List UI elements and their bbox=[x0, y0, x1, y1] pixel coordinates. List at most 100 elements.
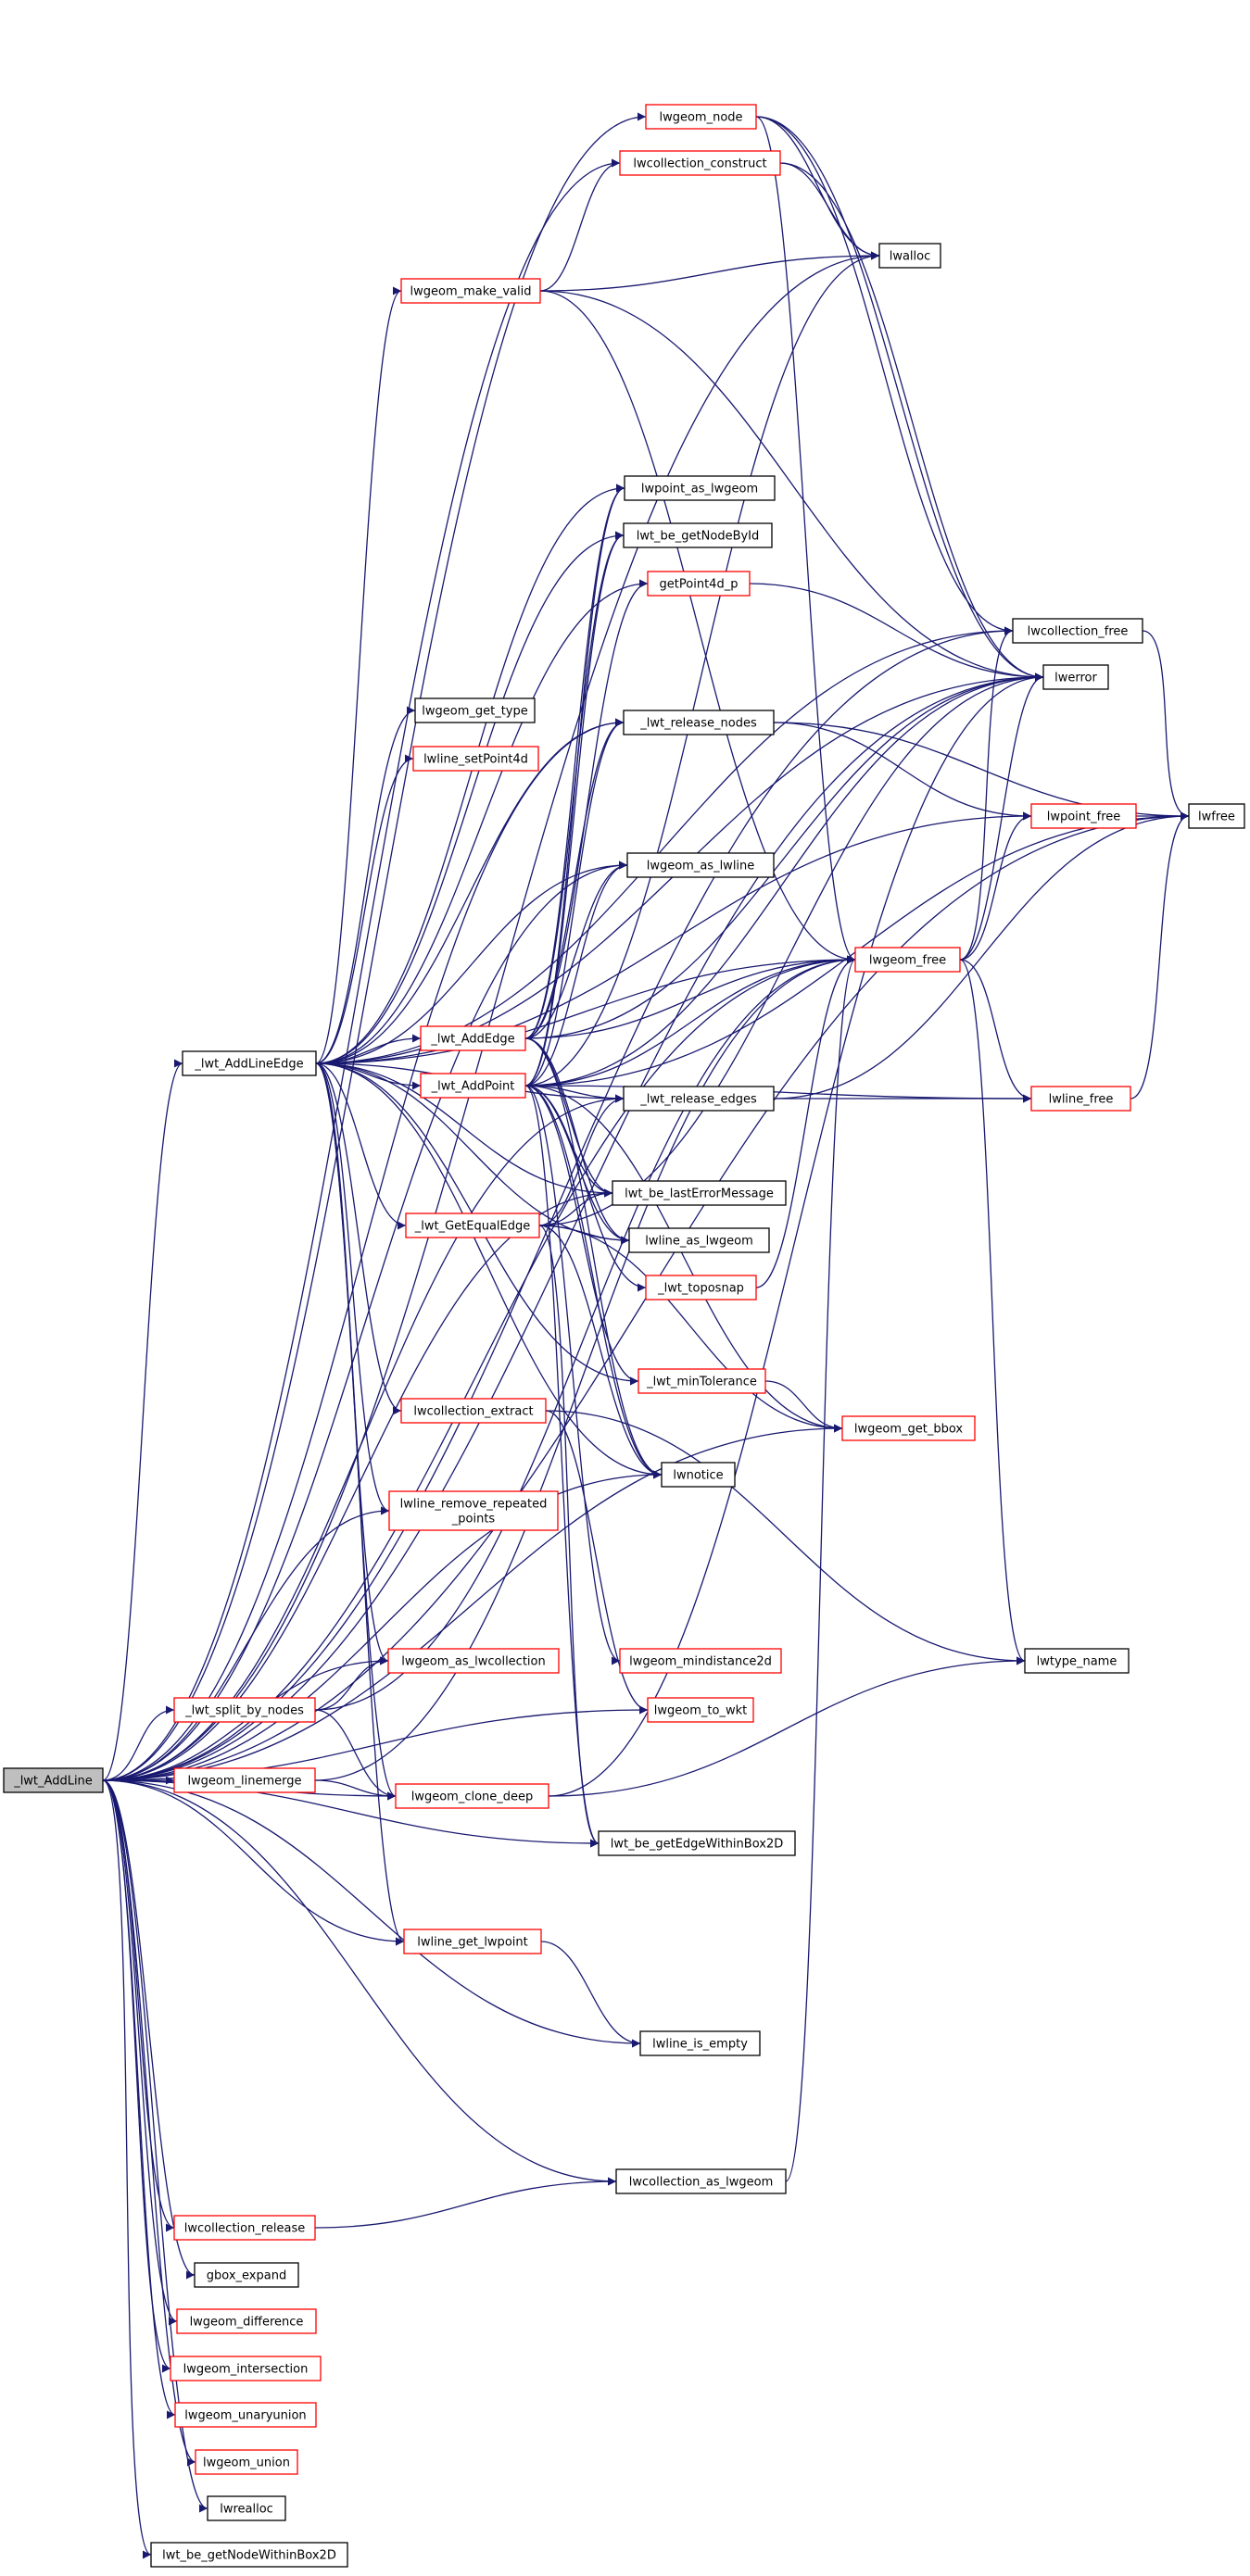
node-box[interactable] bbox=[638, 1368, 766, 1394]
node-addlineedge[interactable]: _lwt_AddLineEdge bbox=[182, 1050, 317, 1076]
node-lwt-be-getedgewithinbox2d[interactable]: lwt_be_getEdgeWithinBox2D bbox=[598, 1830, 796, 1856]
node-lwerror[interactable]: lwerror bbox=[1042, 664, 1109, 690]
node-box[interactable] bbox=[1042, 664, 1109, 690]
node-box[interactable] bbox=[388, 1490, 559, 1531]
node-box[interactable] bbox=[639, 2030, 761, 2056]
node-box[interactable] bbox=[173, 2215, 316, 2241]
node-lwgeom-intersection[interactable]: lwgeom_intersection bbox=[170, 2356, 322, 2381]
node-box[interactable] bbox=[841, 1415, 976, 1441]
node-lwcollection-construct[interactable]: lwcollection_construct bbox=[619, 150, 781, 176]
node-lwt-addpoint[interactable]: _lwt_AddPoint bbox=[420, 1073, 526, 1099]
node-root[interactable]: _lwt_AddLine bbox=[3, 1767, 104, 1793]
node-lwgeom-as-lwline[interactable]: lwgeom_as_lwline bbox=[626, 852, 775, 878]
node-box[interactable] bbox=[623, 522, 773, 548]
node-lwline-as-lwgeom[interactable]: lwline_as_lwgeom bbox=[628, 1227, 770, 1253]
node-lwgeom-clone-deep[interactable]: lwgeom_clone_deep bbox=[395, 1783, 549, 1809]
node-getpoint4d-p[interactable]: getPoint4d_p bbox=[647, 571, 751, 597]
node-box[interactable] bbox=[612, 1180, 787, 1206]
node-lwgeom-mindistance2d[interactable]: lwgeom_mindistance2d bbox=[619, 1648, 782, 1674]
node-lwgeom-get-bbox[interactable]: lwgeom_get_bbox bbox=[841, 1415, 976, 1441]
node-box[interactable] bbox=[1012, 618, 1143, 644]
node-box[interactable] bbox=[624, 475, 776, 501]
node-box[interactable] bbox=[207, 2495, 286, 2521]
node-lwline-free[interactable]: lwline_free bbox=[1030, 1086, 1131, 1112]
node-box[interactable] bbox=[615, 2168, 787, 2194]
node-lwgeom-node[interactable]: lwgeom_node bbox=[645, 104, 757, 130]
node-lwline-get-lwpoint[interactable]: lwline_get_lwpoint bbox=[403, 1929, 542, 1954]
node-lwt-addedge[interactable]: _lwt_AddEdge bbox=[420, 1025, 526, 1051]
node-lwt-release-nodes[interactable]: _lwt_release_nodes bbox=[623, 710, 775, 735]
node-box[interactable] bbox=[623, 1086, 775, 1112]
node-box[interactable] bbox=[854, 947, 961, 973]
node-lwt-be-getnodewithinbox2d[interactable]: lwt_be_getNodeWithinBox2D bbox=[150, 2542, 348, 2568]
node-box[interactable] bbox=[1030, 1086, 1131, 1112]
node-box[interactable] bbox=[619, 150, 781, 176]
node-lwt-split-by-nodes[interactable]: _lwt_split_by_nodes bbox=[173, 1697, 316, 1723]
node-lwgeom-get-type[interactable]: lwgeom_get_type bbox=[414, 697, 536, 723]
node-box[interactable] bbox=[3, 1767, 104, 1793]
node-box[interactable] bbox=[878, 243, 941, 269]
node-box[interactable] bbox=[173, 1767, 316, 1793]
node-box[interactable] bbox=[414, 697, 536, 723]
node-box[interactable] bbox=[170, 2356, 322, 2381]
node-box[interactable] bbox=[174, 2402, 317, 2428]
node-box[interactable] bbox=[150, 2542, 348, 2568]
node-box[interactable] bbox=[420, 1025, 526, 1051]
node-lwcollection-as-lwgeom[interactable]: lwcollection_as_lwgeom bbox=[615, 2168, 787, 2194]
node-lwline-is-empty[interactable]: lwline_is_empty bbox=[639, 2030, 761, 2056]
node-lwt-mintolerance[interactable]: _lwt_minTolerance bbox=[638, 1368, 766, 1394]
node-box[interactable] bbox=[645, 1275, 757, 1301]
node-box[interactable] bbox=[647, 1697, 754, 1723]
node-box[interactable] bbox=[1024, 1648, 1130, 1674]
node-box[interactable] bbox=[182, 1050, 317, 1076]
node-box[interactable] bbox=[619, 1648, 782, 1674]
node-lwline-setpoint4d[interactable]: lwline_setPoint4d bbox=[412, 746, 539, 772]
node-box[interactable] bbox=[661, 1462, 736, 1488]
node-lwgeom-as-lwcollection[interactable]: lwgeom_as_lwcollection bbox=[387, 1648, 560, 1674]
node-box[interactable] bbox=[400, 1398, 547, 1424]
node-box[interactable] bbox=[626, 852, 775, 878]
node-box[interactable] bbox=[647, 571, 751, 597]
node-box[interactable] bbox=[195, 2449, 298, 2475]
node-box[interactable] bbox=[420, 1073, 526, 1099]
node-box[interactable] bbox=[412, 746, 539, 772]
node-box[interactable] bbox=[1030, 803, 1137, 829]
node-box[interactable] bbox=[628, 1227, 770, 1253]
node-lwgeom-union[interactable]: lwgeom_union bbox=[195, 2449, 298, 2475]
node-lwgeom-difference[interactable]: lwgeom_difference bbox=[176, 2308, 317, 2334]
node-box[interactable] bbox=[403, 1929, 542, 1954]
node-lwnotice[interactable]: lwnotice bbox=[661, 1462, 736, 1488]
node-box[interactable] bbox=[173, 1697, 316, 1723]
node-lwcollection-free[interactable]: lwcollection_free bbox=[1012, 618, 1143, 644]
node-box[interactable] bbox=[623, 710, 775, 735]
node-lwgeom-linemerge[interactable]: lwgeom_linemerge bbox=[173, 1767, 316, 1793]
node-box[interactable] bbox=[400, 278, 541, 304]
node-lwgeom-free[interactable]: lwgeom_free bbox=[854, 947, 961, 973]
node-lwt-be-lasterrormessage[interactable]: lwt_be_lastErrorMessage bbox=[612, 1180, 787, 1206]
node-box[interactable] bbox=[395, 1783, 549, 1809]
node-lwpoint-as-lwgeom[interactable]: lwpoint_as_lwgeom bbox=[624, 475, 776, 501]
node-lwtype-name[interactable]: lwtype_name bbox=[1024, 1648, 1130, 1674]
node-lwt-toposnap[interactable]: _lwt_toposnap bbox=[645, 1275, 757, 1301]
node-lwcollection-release[interactable]: lwcollection_release bbox=[173, 2215, 316, 2241]
node-lwpoint-free[interactable]: lwpoint_free bbox=[1030, 803, 1137, 829]
node-box[interactable] bbox=[405, 1213, 540, 1238]
node-box[interactable] bbox=[1188, 803, 1245, 829]
node-lwgeom-unaryunion[interactable]: lwgeom_unaryunion bbox=[174, 2402, 317, 2428]
node-box[interactable] bbox=[176, 2308, 317, 2334]
node-lwalloc[interactable]: lwalloc bbox=[878, 243, 941, 269]
node-lwt-getequaledge[interactable]: _lwt_GetEqualEdge bbox=[405, 1213, 540, 1238]
node-lwgeom-to-wkt[interactable]: lwgeom_to_wkt bbox=[647, 1697, 754, 1723]
node-lwline-remove-repeated-points[interactable]: lwline_remove_repeated_points bbox=[388, 1490, 559, 1531]
node-lwcollection-extract[interactable]: lwcollection_extract bbox=[400, 1398, 547, 1424]
node-gbox-expand[interactable]: gbox_expand bbox=[194, 2262, 299, 2288]
node-box[interactable] bbox=[645, 104, 757, 130]
node-lwgeom-make-valid[interactable]: lwgeom_make_valid bbox=[400, 278, 541, 304]
node-box[interactable] bbox=[598, 1830, 796, 1856]
node-box[interactable] bbox=[387, 1648, 560, 1674]
node-lwt-release-edges[interactable]: _lwt_release_edges bbox=[623, 1086, 775, 1112]
node-lwt-be-getnodebyid[interactable]: lwt_be_getNodeById bbox=[623, 522, 773, 548]
node-lwfree[interactable]: lwfree bbox=[1188, 803, 1245, 829]
node-box[interactable] bbox=[194, 2262, 299, 2288]
node-lwrealloc[interactable]: lwrealloc bbox=[207, 2495, 286, 2521]
